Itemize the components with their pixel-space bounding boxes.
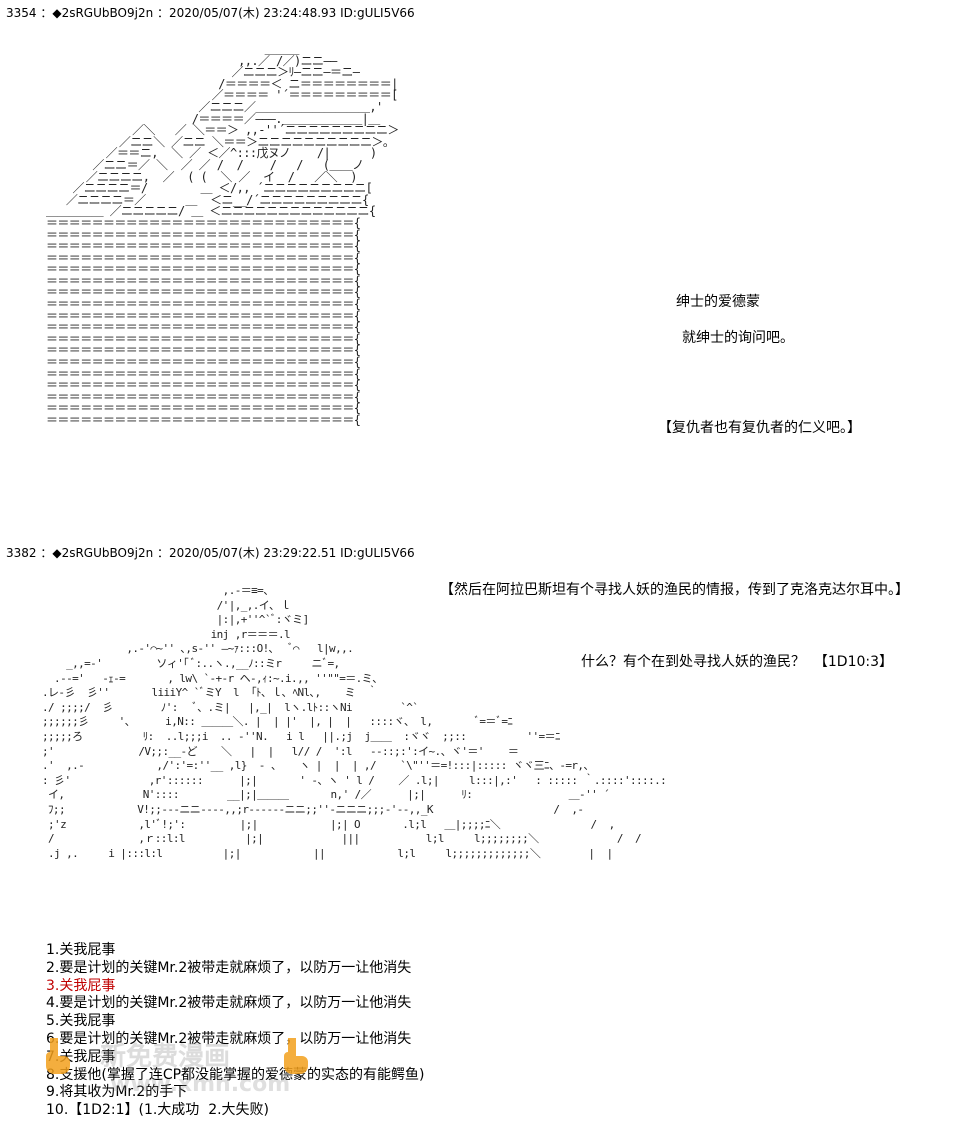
choice-list: 1.关我屁事 2.要是计划的关键Mr.2被带走就麻烦了，以防万一让他消失 3.关…: [46, 942, 425, 1120]
list-item: 8.支援他(掌握了连CP都没能掌握的爱德蒙的实态的有能鳄鱼): [46, 1066, 425, 1083]
ascii-art-crocodile: ,.-＝≡=、 /'|,_,.イ､ ｌ |:|,+''^`ﾞ:ヾミ] inj ,…: [42, 584, 667, 860]
dice-question: 什么？有个在到处寻找人妖的渔民？ 【1D10:3】: [581, 654, 894, 670]
post-header-3382: 3382 ：◆2sRGUbBO9j2n ：2020/05/07(木) 23:29…: [6, 546, 415, 560]
ascii-art-edmond-hat: ＿＿＿ ,,.／ /／)ニニ―― ／ニニニ＞ﾘ―ニニ―＝ニ― /＝＝＝＝＜ ニ＝…: [46, 42, 399, 427]
dialogue-line: 就绅士的询问吧。: [682, 330, 794, 346]
list-item: 2.要是计划的关键Mr.2被带走就麻烦了，以防万一让他消失: [46, 959, 412, 976]
post-header-3354: 3354 ：◆2sRGUbBO9j2n ：2020/05/07(木) 23:24…: [6, 6, 415, 20]
list-item: 7.关我屁事: [46, 1048, 116, 1065]
narration-box: 【复仇者也有复仇者的仁义吧。】: [658, 420, 861, 436]
list-item: 6.要是计划的关键Mr.2被带走就麻烦了，以防万一让他消失: [46, 1030, 412, 1047]
list-item: 10.【1D2:1】(1.大成功 2.大失败): [46, 1102, 270, 1119]
list-item: 1.关我屁事: [46, 942, 116, 958]
speaker-name: 绅士的爱德蒙: [676, 294, 760, 310]
list-item: 4.要是计划的关键Mr.2被带走就麻烦了，以防万一让他消失: [46, 995, 412, 1012]
list-item: 5.关我屁事: [46, 1013, 116, 1030]
list-item-selected: 3.关我屁事: [46, 977, 116, 994]
list-item: 9.将其收为Mr.2的手下: [46, 1084, 188, 1101]
narration-box: 【然后在阿拉巴斯坦有个寻找人妖的渔民的情报，传到了克洛克达尔耳中。】: [440, 582, 909, 598]
